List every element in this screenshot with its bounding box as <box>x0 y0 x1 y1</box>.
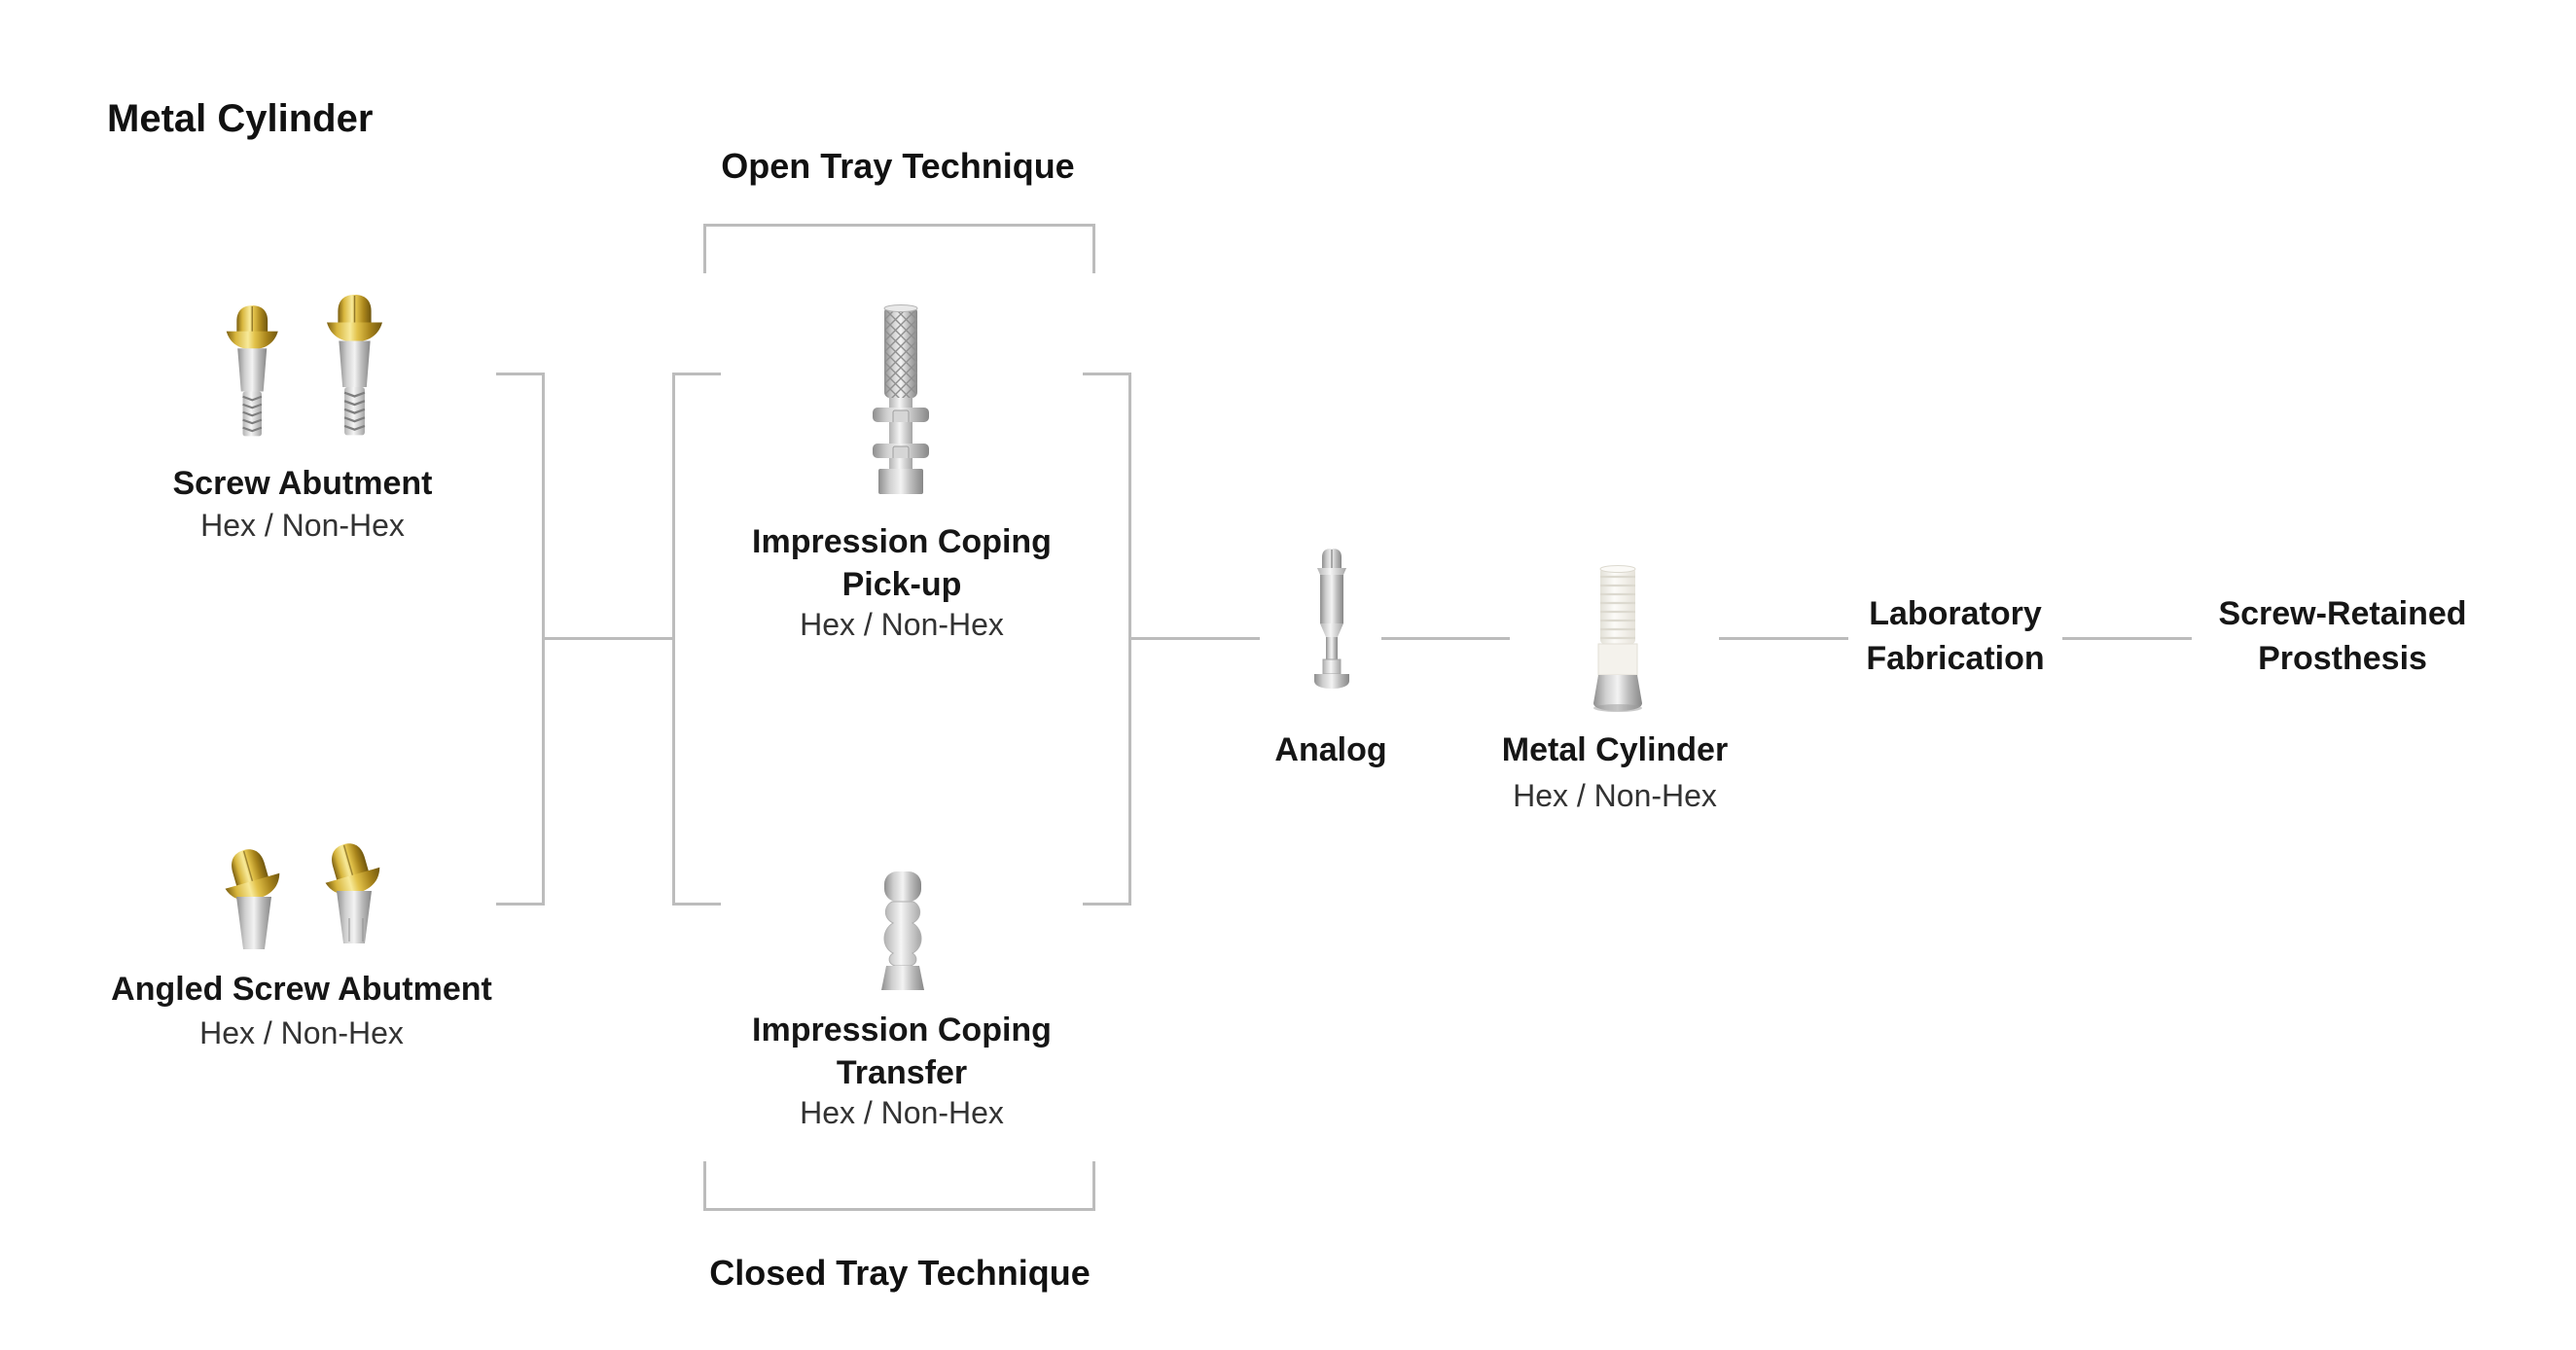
impression-coping-transfer-label-line2: Transfer <box>836 1054 968 1091</box>
abutment-collect-bracket <box>496 373 545 906</box>
angled-screw-abutment-sublabel: Hex / Non-Hex <box>199 1015 404 1050</box>
analog-image <box>1314 549 1349 689</box>
angled-screw-abutment-image <box>215 835 386 950</box>
metal-cylinder-sublabel: Hex / Non-Hex <box>1513 778 1717 813</box>
coping-collect-bracket <box>1083 373 1131 906</box>
lab-to-prosthesis-line <box>2062 637 2192 640</box>
screw-retained-prosthesis-label-line2: Prosthesis <box>2258 640 2427 677</box>
closed-tray-bracket <box>703 1161 1095 1211</box>
closed-tray-technique-header: Closed Tray Technique <box>709 1253 1091 1293</box>
screw-retained-prosthesis-label-line1: Screw-Retained <box>2218 595 2467 632</box>
impression-coping-transfer-image <box>881 871 924 990</box>
screw-abutment-label: Screw Abutment <box>172 465 433 502</box>
impression-coping-pickup-image <box>873 304 929 494</box>
abutment-to-coping-line <box>542 637 672 640</box>
impression-coping-pickup-sublabel: Hex / Non-Hex <box>800 607 1004 642</box>
impression-coping-pickup-label-line2: Pick-up <box>841 566 962 603</box>
angled-screw-abutment-label: Angled Screw Abutment <box>111 971 492 1008</box>
analog-to-cylinder-line <box>1381 637 1510 640</box>
laboratory-fabrication-label-line1: Laboratory <box>1869 595 2042 632</box>
impression-coping-pickup-label-line1: Impression Coping <box>752 523 1052 560</box>
open-tray-bracket <box>703 224 1095 273</box>
impression-coping-transfer-sublabel: Hex / Non-Hex <box>800 1095 1004 1130</box>
page-title: Metal Cylinder <box>107 97 374 140</box>
screw-abutment-sublabel: Hex / Non-Hex <box>200 508 405 543</box>
metal-cylinder-label: Metal Cylinder <box>1501 731 1729 768</box>
open-tray-technique-header: Open Tray Technique <box>721 146 1075 186</box>
coping-distribute-bracket <box>672 373 721 906</box>
analog-label: Analog <box>1274 731 1387 768</box>
coping-to-analog-line <box>1128 637 1260 640</box>
impression-coping-transfer-label-line1: Impression Coping <box>752 1012 1052 1048</box>
laboratory-fabrication-label-line2: Fabrication <box>1866 640 2045 677</box>
cylinder-to-lab-line <box>1719 637 1848 640</box>
screw-abutment-image <box>225 293 384 438</box>
metal-cylinder-image <box>1593 565 1642 712</box>
